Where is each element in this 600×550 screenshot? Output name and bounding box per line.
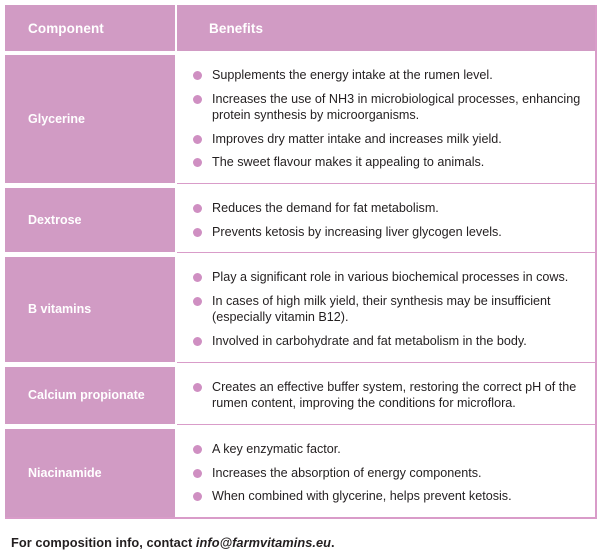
- benefit-text: Increases the absorption of energy compo…: [212, 465, 482, 480]
- bullet-dot-icon: [193, 296, 202, 306]
- benefit-item: Increases the use of NH3 in microbiologi…: [177, 91, 581, 124]
- bullet-dot-icon: [193, 382, 202, 392]
- separator-left: [5, 361, 177, 367]
- benefit-text: Creates an effective buffer system, rest…: [212, 379, 577, 411]
- bullet-dot-icon: [193, 227, 202, 237]
- bullet-dot-icon: [193, 444, 202, 454]
- benefit-text: Increases the use of NH3 in microbiologi…: [212, 91, 581, 123]
- bullet-dot-icon: [193, 158, 202, 168]
- benefits-cell: A key enzymatic factor. Increases the abs…: [177, 428, 595, 517]
- bullet-dot-icon: [193, 94, 202, 104]
- separator-right: [177, 252, 595, 258]
- gutter-cell-right: [177, 51, 595, 55]
- benefit-text: Prevents ketosis by increasing liver gly…: [212, 224, 502, 239]
- benefit-item: When combined with glycerine, helps prev…: [177, 488, 581, 505]
- component-label: Calcium propionate: [5, 366, 177, 424]
- component-label: B vitamins: [5, 257, 177, 362]
- component-label: Glycerine: [5, 55, 177, 184]
- benefit-item: In cases of high milk yield, their synth…: [177, 293, 581, 326]
- component-label: Dextrose: [5, 188, 177, 253]
- benefits-list: Supplements the energy intake at the rum…: [177, 67, 581, 171]
- header-gutter: [5, 51, 595, 55]
- benefit-item: Supplements the energy intake at the rum…: [177, 67, 581, 84]
- component-benefits-table: Component Benefits Glycerine Supplements …: [5, 5, 597, 519]
- benefit-text: Improves dry matter intake and increases…: [212, 131, 502, 146]
- row-separator: [5, 423, 595, 429]
- row-separator: [5, 183, 595, 189]
- table-row: Niacinamide A key enzymatic factor. Increa…: [5, 428, 595, 517]
- row-separator: [5, 252, 595, 258]
- row-separator: [5, 361, 595, 367]
- benefits-list: Creates an effective buffer system, rest…: [177, 379, 581, 412]
- separator-right: [177, 183, 595, 189]
- component-label: Niacinamide: [5, 428, 177, 517]
- benefits-list: Reduces the demand for fat metabolism. Pr…: [177, 200, 581, 240]
- benefit-item: A key enzymatic factor.: [177, 441, 581, 458]
- benefits-cell: Creates an effective buffer system, rest…: [177, 366, 595, 424]
- separator-left: [5, 423, 177, 429]
- benefit-item: Play a significant role in various bioch…: [177, 269, 581, 286]
- table-body: Glycerine Supplements the energy intake a…: [5, 51, 595, 517]
- benefit-item: Improves dry matter intake and increases…: [177, 131, 581, 148]
- column-header-component: Component: [5, 5, 177, 51]
- contact-email[interactable]: info@farmvitamins.eu: [195, 534, 331, 550]
- table-header: Component Benefits: [5, 5, 595, 51]
- benefit-item: Prevents ketosis by increasing liver gly…: [177, 224, 581, 241]
- footer-note: For composition info, contact info@farmv…: [5, 535, 595, 550]
- bullet-dot-icon: [193, 134, 202, 144]
- benefit-text: In cases of high milk yield, their synth…: [212, 293, 551, 325]
- column-header-benefits: Benefits: [177, 5, 595, 51]
- table-row: Glycerine Supplements the energy intake a…: [5, 55, 595, 184]
- separator-left: [5, 183, 177, 189]
- benefit-item: Involved in carbohydrate and fat metabol…: [177, 333, 581, 350]
- table-row: Calcium propionate Creates an effective b…: [5, 366, 595, 424]
- table-row: B vitamins Play a significant role in var…: [5, 257, 595, 362]
- gutter-cell-left: [5, 51, 177, 55]
- benefit-text: Involved in carbohydrate and fat metabol…: [212, 334, 527, 349]
- benefit-text: A key enzymatic factor.: [212, 441, 341, 456]
- bullet-dot-icon: [193, 273, 202, 283]
- benefit-item: Reduces the demand for fat metabolism.: [177, 200, 581, 217]
- footer-suffix: .: [331, 534, 335, 550]
- separator-right: [177, 361, 595, 367]
- bullet-dot-icon: [193, 337, 202, 347]
- benefit-text: Supplements the energy intake at the rum…: [212, 68, 493, 82]
- benefit-item: The sweet flavour makes it appealing to …: [177, 154, 581, 171]
- separator-right: [177, 423, 595, 429]
- benefit-text: Reduces the demand for fat metabolism.: [212, 201, 439, 216]
- benefits-list: Play a significant role in various bioch…: [177, 269, 581, 349]
- benefits-cell: Reduces the demand for fat metabolism. Pr…: [177, 188, 595, 253]
- bullet-dot-icon: [193, 204, 202, 214]
- bullet-dot-icon: [193, 71, 202, 80]
- bullet-dot-icon: [193, 468, 202, 478]
- footer-prefix: For composition info, contact: [11, 534, 193, 550]
- benefit-item: Increases the absorption of energy compo…: [177, 465, 581, 482]
- benefits-list: A key enzymatic factor. Increases the abs…: [177, 441, 581, 505]
- benefit-text: Play a significant role in various bioch…: [212, 270, 569, 285]
- benefit-text: When combined with glycerine, helps prev…: [212, 489, 512, 504]
- benefit-item: Creates an effective buffer system, rest…: [177, 379, 581, 412]
- separator-left: [5, 252, 177, 258]
- benefit-text: The sweet flavour makes it appealing to …: [212, 155, 485, 170]
- benefits-cell: Supplements the energy intake at the rum…: [177, 55, 595, 184]
- benefits-cell: Play a significant role in various bioch…: [177, 257, 595, 362]
- bullet-dot-icon: [193, 492, 202, 502]
- table-header-row: Component Benefits: [5, 5, 595, 51]
